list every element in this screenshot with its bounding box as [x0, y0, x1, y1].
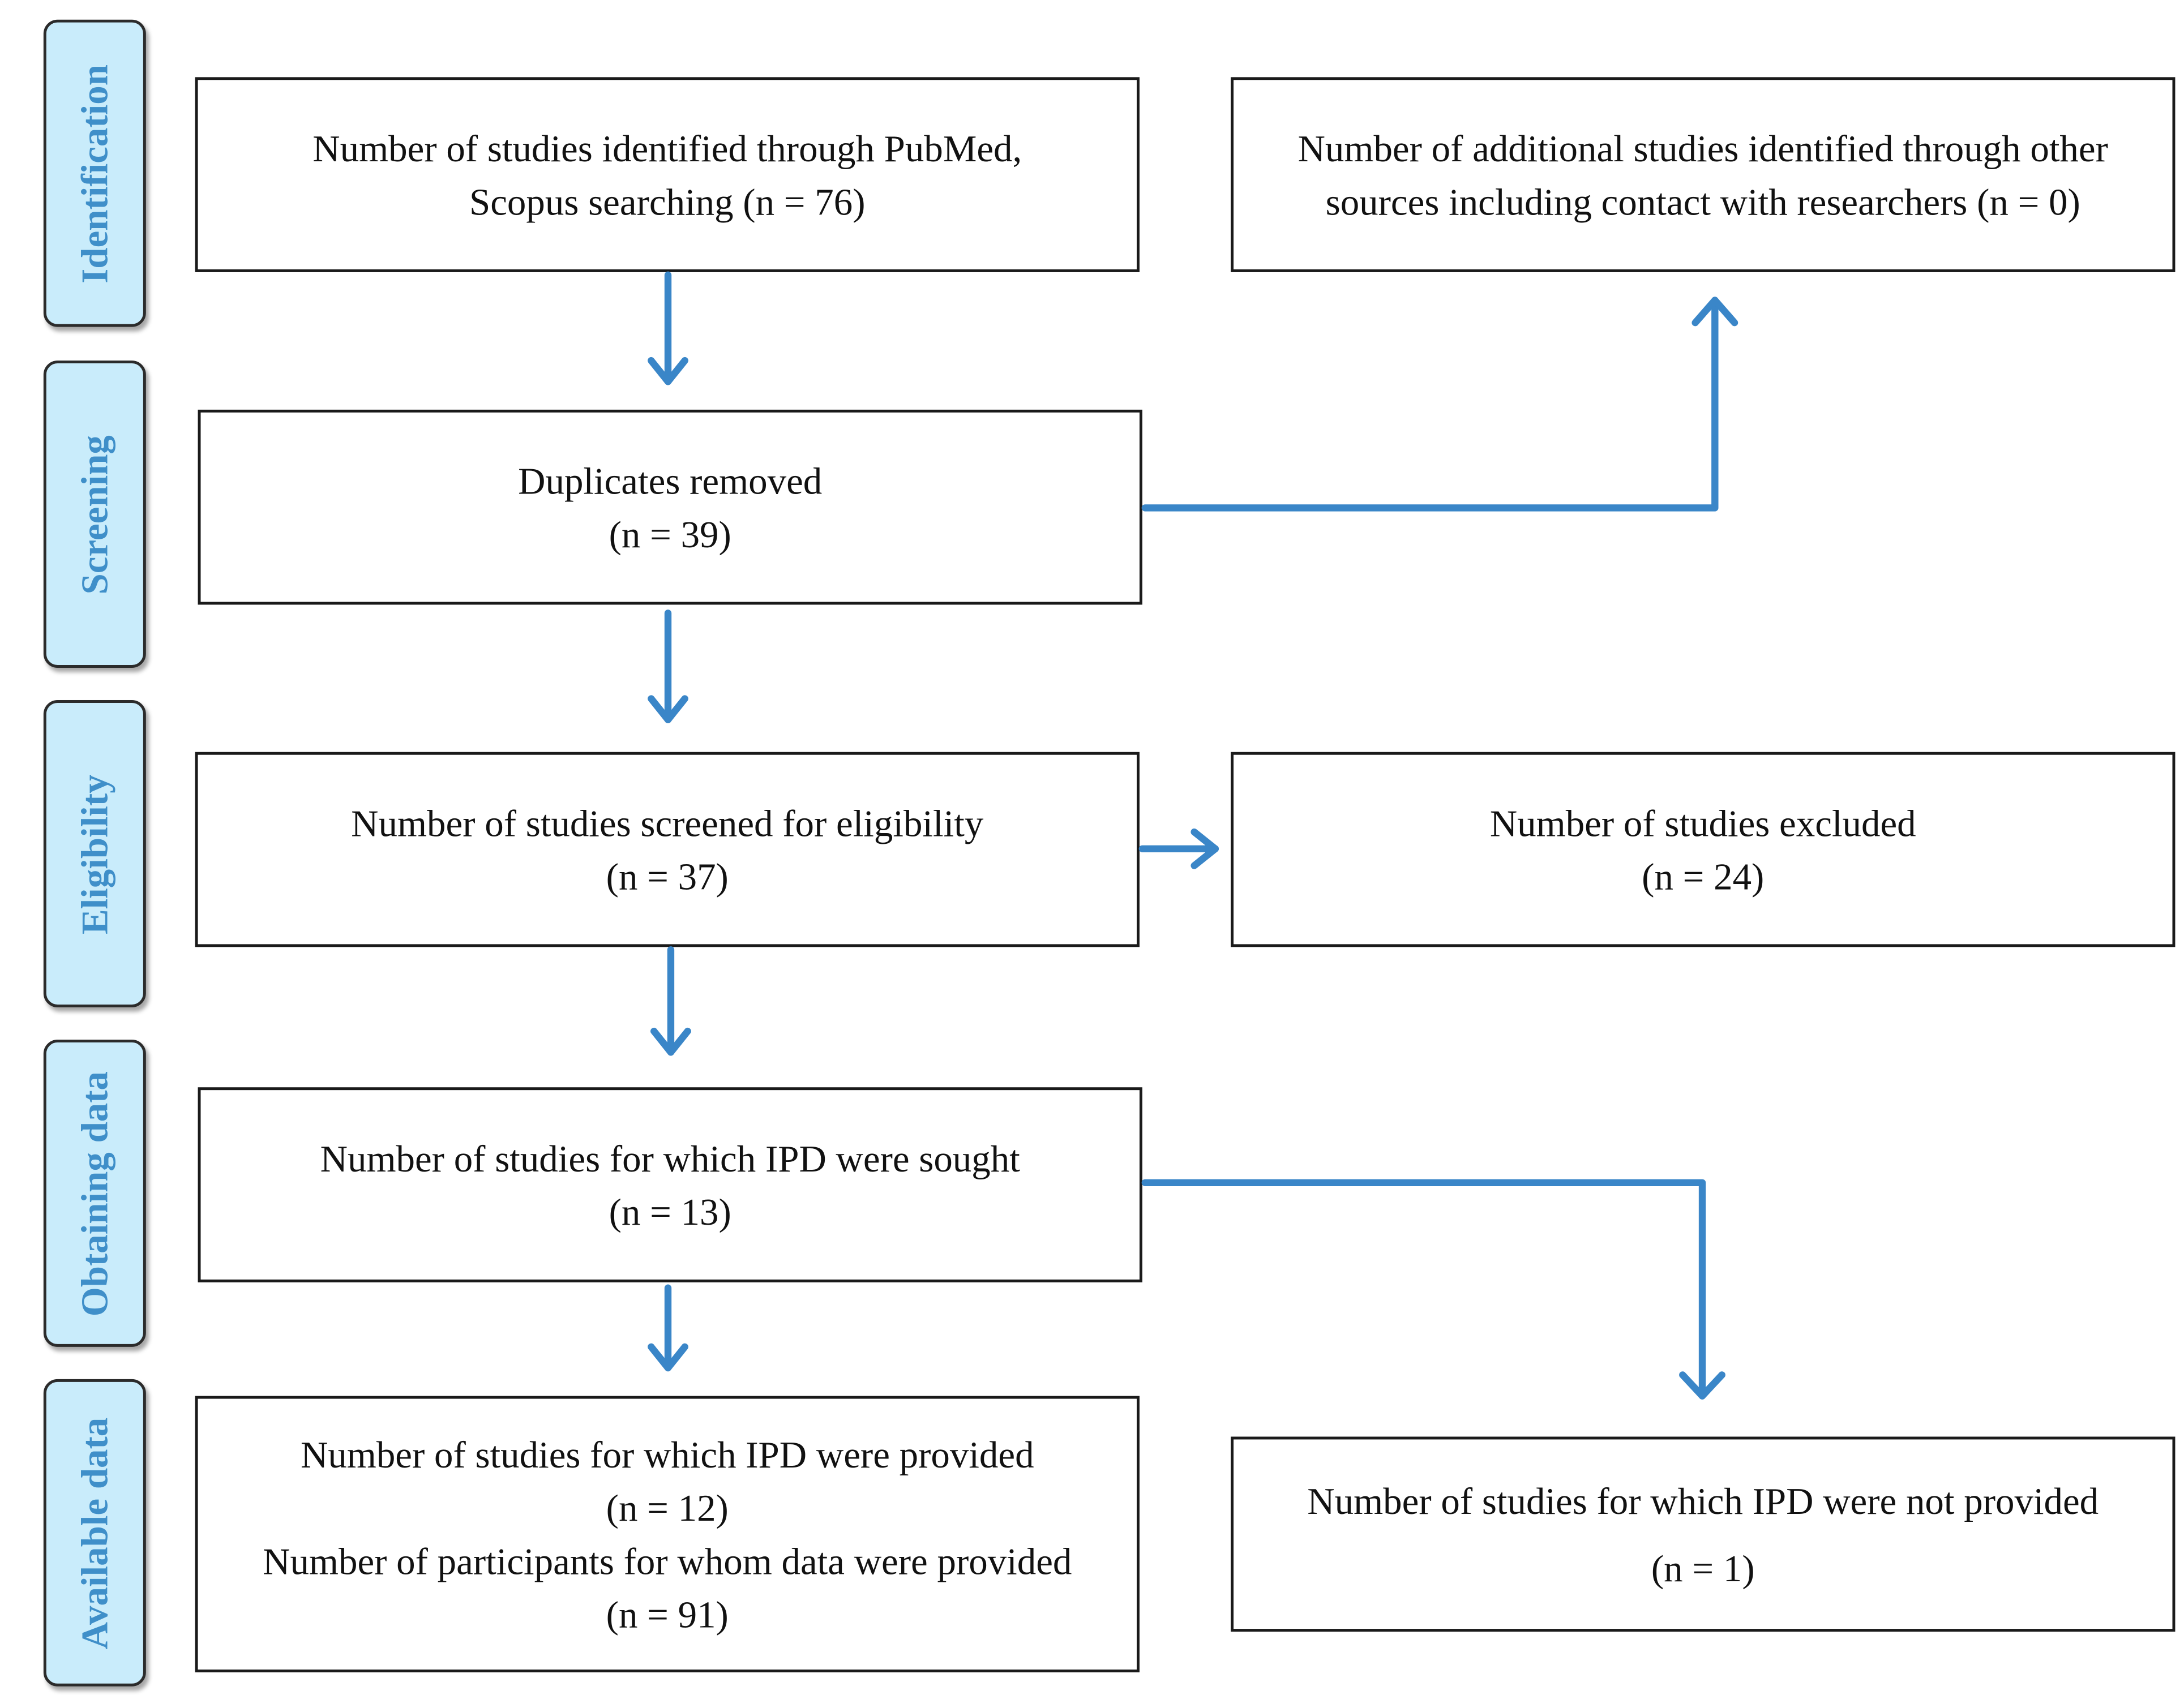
box-studies-excluded: Number of studies excluded (n = 24) — [1231, 752, 2176, 947]
arrow-identified-to-duplicates — [648, 271, 688, 385]
box-not-provided-line2: (n = 1) — [1651, 1547, 1755, 1589]
box-sought-line2: (n = 13) — [609, 1190, 731, 1233]
box-duplicates-line2: (n = 39) — [609, 513, 731, 555]
box-ipd-sought: Number of studies for which IPD were sou… — [198, 1087, 1142, 1282]
box-identified-line2: Scopus searching (n = 76) — [469, 180, 866, 222]
phase-screening: Screening — [43, 361, 146, 668]
box-ipd-not-provided: Number of studies for which IPD were not… — [1231, 1436, 2176, 1632]
arrow-duplicates-to-additional — [1141, 297, 1738, 512]
arrow-sought-to-not-provided — [1141, 1179, 1725, 1400]
box-screened-line1: Number of studies screened for eligibili… — [351, 801, 984, 844]
box-screened-eligibility: Number of studies screened for eligibili… — [195, 752, 1140, 947]
arrow-duplicates-to-screened — [648, 610, 688, 723]
box-provided-line2: (n = 12) — [606, 1486, 729, 1529]
phase-available-data: Available data — [43, 1379, 146, 1687]
box-ipd-provided: Number of studies for which IPD were pro… — [195, 1396, 1140, 1672]
box-additional-line1: Number of additional studies identified … — [1297, 127, 2108, 169]
box-identified-studies: Number of studies identified through Pub… — [195, 77, 1140, 272]
phase-eligibility: Eligibility — [43, 700, 146, 1007]
phase-obtaining-data: Obtaining data — [43, 1039, 146, 1347]
phase-identification: Identification — [43, 19, 146, 327]
box-duplicates-line1: Duplicates removed — [518, 459, 823, 502]
box-excluded-line1: Number of studies excluded — [1489, 801, 1916, 844]
box-sought-line1: Number of studies for which IPD were sou… — [320, 1137, 1020, 1179]
box-excluded-line2: (n = 24) — [1642, 855, 1765, 898]
box-provided-line4: (n = 91) — [606, 1593, 729, 1636]
arrow-screened-to-sought — [650, 946, 691, 1056]
box-additional-line2: sources including contact with researche… — [1325, 180, 2080, 222]
box-duplicates-removed: Duplicates removed (n = 39) — [198, 409, 1142, 605]
box-additional-studies: Number of additional studies identified … — [1231, 77, 2176, 272]
box-identified-line1: Number of studies identified through Pub… — [312, 127, 1022, 169]
box-not-provided-line1: Number of studies for which IPD were not… — [1307, 1479, 2099, 1522]
box-screened-line2: (n = 37) — [606, 855, 729, 898]
box-provided-line3: Number of participants for whom data wer… — [263, 1539, 1072, 1582]
arrow-screened-to-excluded — [1138, 828, 1219, 869]
box-provided-line1: Number of studies for which IPD were pro… — [300, 1433, 1034, 1475]
arrow-sought-to-provided — [648, 1284, 688, 1372]
